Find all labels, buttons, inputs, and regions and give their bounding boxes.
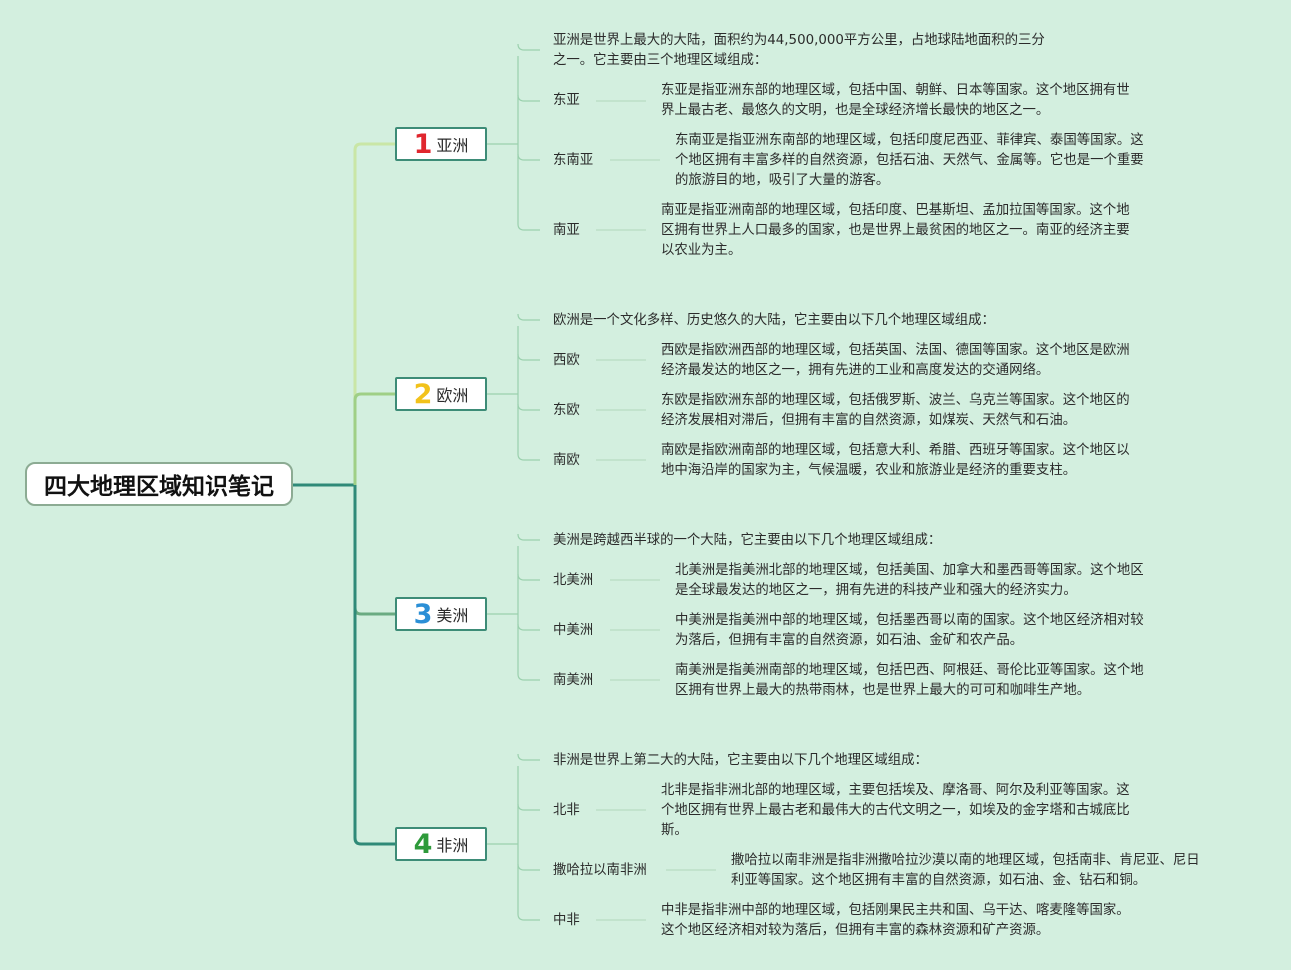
region-node[interactable]: 东南亚: [553, 153, 594, 168]
text-line: 南欧是指欧洲南部的地理区域，包括意大利、希腊、西班牙等国家。这个地区以: [661, 443, 1130, 458]
text-line: 东欧是指欧洲东部的地理区域，包括俄罗斯、波兰、乌克兰等国家。这个地区的: [661, 393, 1130, 408]
text-line: 这个地区经济相对较为落后，但拥有丰富的森林资源和矿产资源。: [661, 923, 1050, 938]
text-line: 是全球最发达的地区之一，拥有先进的科技产业和强大的经济实力。: [675, 583, 1077, 598]
text-line: 界上最古老、最悠久的文明，也是全球经济增长最快的地区之一。: [661, 103, 1050, 118]
text-line: 中非是指非洲中部的地理区域，包括刚果民主共和国、乌干达、喀麦隆等国家。: [661, 903, 1130, 918]
text-line: 北非是指非洲北部的地理区域，主要包括埃及、摩洛哥、阿尔及利亚等国家。这: [661, 783, 1130, 798]
region-description[interactable]: 南美洲是指美洲南部的地理区域，包括巴西、阿根廷、哥伦比亚等国家。这个地 区拥有世…: [675, 661, 1144, 701]
text-line: 的旅游目的地，吸引了大量的游客。: [675, 173, 890, 188]
child-connector: [517, 313, 540, 321]
region-description[interactable]: 南亚是指亚洲南部的地理区域，包括印度、巴基斯坦、孟加拉国等国家。这个地 区拥有世…: [661, 201, 1130, 261]
region-node[interactable]: 东欧: [553, 403, 580, 418]
child-connector: [517, 533, 540, 541]
continent-label: 欧洲: [436, 386, 469, 405]
text-line: 南美洲是指美洲南部的地理区域，包括巴西、阿根廷、哥伦比亚等国家。这个地: [675, 663, 1144, 678]
text-line: 撒哈拉以南非洲是指非洲撒哈拉沙漠以南的地理区域，包括南非、肯尼亚、尼日: [731, 853, 1200, 868]
continent-intro[interactable]: 欧洲是一个文化多样、历史悠久的大陆，它主要由以下几个地理区域组成：: [553, 311, 995, 331]
region-description[interactable]: 中非是指非洲中部的地理区域，包括刚果民主共和国、乌干达、喀麦隆等国家。 这个地区…: [661, 901, 1130, 941]
number-1-icon: 1: [413, 128, 433, 160]
region-node[interactable]: 中美洲: [553, 623, 594, 638]
continent-node-americas[interactable]: 3 美洲: [395, 597, 487, 631]
text-line: 美洲是跨越西半球的一个大陆，它主要由以下几个地理区域组成：: [553, 533, 942, 548]
number-2-icon: 2: [413, 378, 433, 410]
region-description[interactable]: 东亚是指亚洲东部的地理区域，包括中国、朝鲜、日本等国家。这个地区拥有世 界上最古…: [661, 81, 1130, 121]
branch-connector: [353, 142, 395, 485]
root-topic[interactable]: 四大地理区域知识笔记: [25, 462, 293, 506]
region-node[interactable]: 南美洲: [553, 673, 594, 688]
child-connector: [517, 753, 540, 761]
child-connector: [517, 573, 540, 581]
child-connector: [517, 153, 540, 161]
branch-connector: [353, 485, 395, 846]
region-node[interactable]: 北美洲: [553, 573, 594, 588]
text-line: 西欧是指欧洲西部的地理区域，包括英国、法国、德国等国家。这个地区是欧洲: [661, 343, 1130, 358]
number-3-icon: 3: [413, 598, 433, 630]
text-line: 中美洲是指美洲中部的地理区域，包括墨西哥以南的国家。这个地区经济相对较: [675, 613, 1144, 628]
continent-node-africa[interactable]: 4 非洲: [395, 827, 487, 861]
branch-connector: [353, 392, 395, 485]
region-description[interactable]: 北美洲是指美洲北部的地理区域，包括美国、加拿大和墨西哥等国家。这个地区 是全球最…: [675, 561, 1144, 601]
continent-label: 亚洲: [436, 136, 469, 155]
region-description[interactable]: 东欧是指欧洲东部的地理区域，包括俄罗斯、波兰、乌克兰等国家。这个地区的 经济发展…: [661, 391, 1130, 431]
text-line: 北美洲是指美洲北部的地理区域，包括美国、加拿大和墨西哥等国家。这个地区: [675, 563, 1144, 578]
continent-intro[interactable]: 非洲是世界上第二大的大陆，它主要由以下几个地理区域组成：: [553, 751, 928, 771]
text-line: 亚洲是世界上最大的大陆，面积约为44,500,000平方公里，占地球陆地面积的三…: [553, 33, 1045, 48]
text-line: 之一。它主要由三个地理区域组成：: [553, 53, 768, 68]
child-connector: [517, 863, 540, 871]
continent-intro[interactable]: 亚洲是世界上最大的大陆，面积约为44,500,000平方公里，占地球陆地面积的三…: [553, 31, 1045, 71]
continent-node-asia[interactable]: 1 亚洲: [395, 127, 487, 161]
continent-node-europe[interactable]: 2 欧洲: [395, 377, 487, 411]
region-description[interactable]: 撒哈拉以南非洲是指非洲撒哈拉沙漠以南的地理区域，包括南非、肯尼亚、尼日 利亚等国…: [731, 851, 1200, 891]
continent-intro[interactable]: 美洲是跨越西半球的一个大陆，它主要由以下几个地理区域组成：: [553, 531, 941, 551]
text-line: 东亚是指亚洲东部的地理区域，包括中国、朝鲜、日本等国家。这个地区拥有世: [661, 83, 1130, 98]
text-line: 以农业为主。: [661, 243, 742, 258]
child-connector: [517, 453, 540, 461]
text-line: 个地区拥有世界上最古老和最伟大的古代文明之一，如埃及的金字塔和古城底比: [661, 803, 1130, 818]
continent-label: 非洲: [436, 836, 469, 855]
child-connector: [517, 623, 540, 631]
text-line: 斯。: [661, 823, 688, 838]
child-connector: [517, 403, 540, 411]
region-node[interactable]: 南亚: [553, 223, 580, 238]
region-node[interactable]: 北非: [553, 803, 580, 818]
text-line: 南亚是指亚洲南部的地理区域，包括印度、巴基斯坦、孟加拉国等国家。这个地: [661, 203, 1130, 218]
region-description[interactable]: 南欧是指欧洲南部的地理区域，包括意大利、希腊、西班牙等国家。这个地区以 地中海沿…: [661, 441, 1130, 481]
text-line: 经济最发达的地区之一，拥有先进的工业和高度发达的交通网络。: [661, 363, 1050, 378]
text-line: 欧洲是一个文化多样、历史悠久的大陆，它主要由以下几个地理区域组成：: [553, 313, 995, 328]
child-connector: [517, 94, 540, 102]
text-line: 经济发展相对滞后，但拥有丰富的自然资源，如煤炭、天然气和石油。: [661, 413, 1077, 428]
region-node[interactable]: 撒哈拉以南非洲: [553, 863, 647, 878]
child-connector: [517, 913, 540, 921]
text-line: 利亚等国家。这个地区拥有丰富的自然资源，如石油、金、钻石和铜。: [731, 873, 1147, 888]
text-line: 为落后，但拥有丰富的自然资源，如石油、金矿和农产品。: [675, 633, 1024, 648]
child-connector: [517, 673, 540, 681]
region-node[interactable]: 西欧: [553, 353, 580, 368]
child-connector: [517, 223, 540, 231]
region-node[interactable]: 南欧: [553, 453, 580, 468]
child-connector: [517, 353, 540, 361]
child-connector: [517, 43, 540, 51]
region-description[interactable]: 东南亚是指亚洲东南部的地理区域，包括印度尼西亚、菲律宾、泰国等国家。这 个地区拥…: [675, 131, 1144, 191]
number-4-icon: 4: [413, 828, 433, 860]
text-line: 非洲是世界上第二大的大陆，它主要由以下几个地理区域组成：: [553, 753, 928, 768]
region-node[interactable]: 东亚: [553, 93, 580, 108]
branch-connector: [353, 485, 395, 616]
text-line: 地中海沿岸的国家为主，气候温暖，农业和旅游业是经济的重要支柱。: [661, 463, 1077, 478]
continent-label: 美洲: [436, 606, 469, 625]
region-node[interactable]: 中非: [553, 913, 580, 928]
region-description[interactable]: 西欧是指欧洲西部的地理区域，包括英国、法国、德国等国家。这个地区是欧洲 经济最发…: [661, 341, 1130, 381]
text-line: 个地区拥有丰富多样的自然资源，包括石油、天然气、金属等。它也是一个重要: [675, 153, 1144, 168]
region-description[interactable]: 中美洲是指美洲中部的地理区域，包括墨西哥以南的国家。这个地区经济相对较 为落后，…: [675, 611, 1144, 651]
text-line: 区拥有世界上人口最多的国家，也是世界上最贫困的地区之一。南亚的经济主要: [661, 223, 1130, 238]
child-connector: [517, 803, 540, 811]
text-line: 区拥有世界上最大的热带雨林，也是世界上最大的可可和咖啡生产地。: [675, 683, 1091, 698]
region-description[interactable]: 北非是指非洲北部的地理区域，主要包括埃及、摩洛哥、阿尔及利亚等国家。这 个地区拥…: [661, 781, 1130, 841]
text-line: 东南亚是指亚洲东南部的地理区域，包括印度尼西亚、菲律宾、泰国等国家。这: [675, 133, 1144, 148]
